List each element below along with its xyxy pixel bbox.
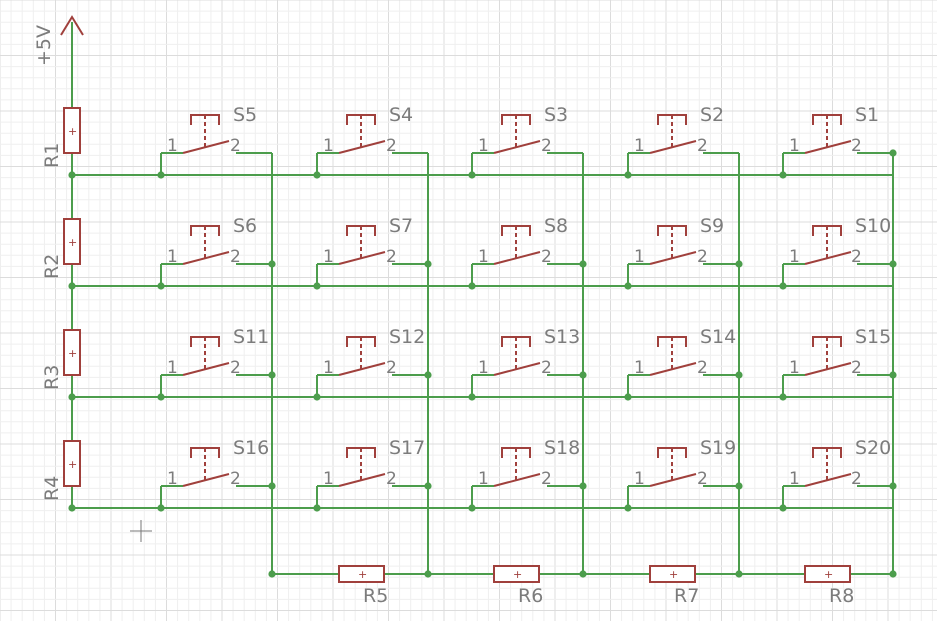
supply-label: +5V <box>33 25 55 66</box>
pin-2-label: 2 <box>697 358 708 378</box>
switch-label: S4 <box>389 104 413 126</box>
pin-1-label: 1 <box>634 469 645 489</box>
switch-label: S17 <box>389 437 425 459</box>
resistor-label: R7 <box>674 585 699 607</box>
pin-1-label: 1 <box>167 358 178 378</box>
pin-2-label: 2 <box>851 469 862 489</box>
pin-2-label: 2 <box>697 247 708 267</box>
pin-1-label: 1 <box>323 358 334 378</box>
resistor-label: R2 <box>41 254 63 279</box>
switch-label: S12 <box>389 326 425 348</box>
junction-dot <box>68 171 76 179</box>
pin-2-label: 2 <box>697 469 708 489</box>
switch-label: S10 <box>855 215 891 237</box>
resistor-R3 <box>63 329 81 376</box>
pin-1-label: 1 <box>167 469 178 489</box>
resistor-plus-marker: + <box>68 236 77 249</box>
switch-label: S19 <box>700 437 736 459</box>
junction-dot <box>68 504 76 512</box>
switch-label: S14 <box>700 326 736 348</box>
switch-label: S13 <box>544 326 580 348</box>
pin-2-label: 2 <box>541 469 552 489</box>
switch-label: S6 <box>233 215 257 237</box>
resistor-plus-marker: + <box>68 347 77 360</box>
pin-1-label: 1 <box>789 358 800 378</box>
junction-dot <box>68 393 76 401</box>
switch-label: S9 <box>700 215 724 237</box>
parts <box>60 15 852 583</box>
switch-label: S1 <box>855 104 879 126</box>
pin-1-label: 1 <box>789 136 800 156</box>
switch-label: S18 <box>544 437 580 459</box>
pin-1-label: 1 <box>634 136 645 156</box>
resistor-label: R1 <box>41 143 63 168</box>
pin-1-label: 1 <box>167 136 178 156</box>
resistor-plus-marker: + <box>68 458 77 471</box>
resistor-R5 <box>338 565 385 583</box>
switch-label: S20 <box>855 437 891 459</box>
resistor-R1 <box>63 107 81 154</box>
resistor-plus-marker: + <box>358 568 367 581</box>
resistor-label: R8 <box>829 585 854 607</box>
pin-1-label: 1 <box>167 247 178 267</box>
pin-2-label: 2 <box>851 358 862 378</box>
resistor-plus-marker: + <box>669 568 678 581</box>
resistor-R6 <box>493 565 540 583</box>
resistor-label: R5 <box>363 585 388 607</box>
pin-2-label: 2 <box>541 136 552 156</box>
pin-1-label: 1 <box>634 358 645 378</box>
wires <box>68 22 897 578</box>
pin-2-label: 2 <box>541 247 552 267</box>
pin-1-label: 1 <box>323 469 334 489</box>
pin-1-label: 1 <box>634 247 645 267</box>
pin-1-label: 1 <box>323 247 334 267</box>
resistor-R7 <box>649 565 696 583</box>
pin-2-label: 2 <box>541 358 552 378</box>
pin-2-label: 2 <box>230 469 241 489</box>
pin-2-label: 2 <box>386 358 397 378</box>
switch-label: S2 <box>700 104 724 126</box>
pin-1-label: 1 <box>789 247 800 267</box>
switch-label: S7 <box>389 215 413 237</box>
pin-2-label: 2 <box>386 247 397 267</box>
pin-2-label: 2 <box>230 358 241 378</box>
switch-label: S16 <box>233 437 269 459</box>
pin-2-label: 2 <box>697 136 708 156</box>
pin-2-label: 2 <box>386 136 397 156</box>
pin-1-label: 1 <box>789 469 800 489</box>
switch-label: S8 <box>544 215 568 237</box>
resistor-label: R3 <box>41 365 63 390</box>
pin-2-label: 2 <box>386 469 397 489</box>
resistor-R2 <box>63 218 81 265</box>
pin-2-label: 2 <box>851 136 862 156</box>
switch-label: S11 <box>233 326 269 348</box>
pin-2-label: 2 <box>851 247 862 267</box>
junction-dot <box>68 282 76 290</box>
switch-label: S3 <box>544 104 568 126</box>
switch-label: S15 <box>855 326 891 348</box>
supply-arrow-icon <box>60 15 84 36</box>
resistor-label: R4 <box>41 476 63 501</box>
pin-1-label: 1 <box>478 247 489 267</box>
pin-2-label: 2 <box>230 136 241 156</box>
switch-label: S5 <box>233 104 257 126</box>
resistor-plus-marker: + <box>68 125 77 138</box>
resistor-plus-marker: + <box>513 568 522 581</box>
pin-1-label: 1 <box>478 136 489 156</box>
pin-1-label: 1 <box>478 469 489 489</box>
resistor-plus-marker: + <box>824 568 833 581</box>
pin-1-label: 1 <box>478 358 489 378</box>
pin-1-label: 1 <box>323 136 334 156</box>
resistor-R8 <box>804 565 851 583</box>
crosshair-cursor-icon <box>130 520 152 542</box>
resistor-R4 <box>63 440 81 487</box>
pin-2-label: 2 <box>230 247 241 267</box>
resistor-label: R6 <box>518 585 543 607</box>
